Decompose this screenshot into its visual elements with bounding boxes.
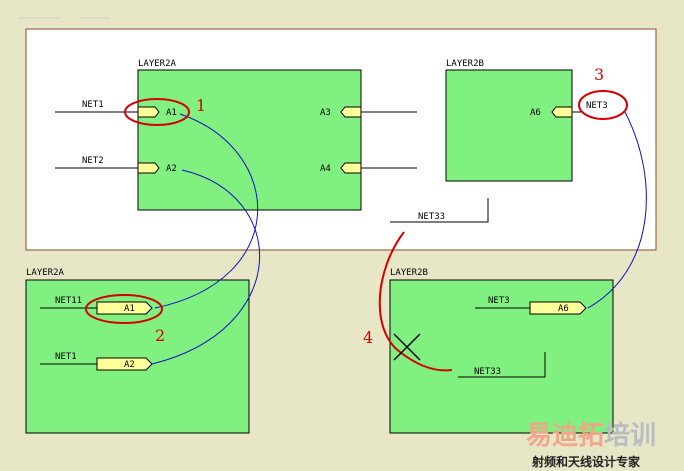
top-layer2a-block[interactable]: LAYER2A NET1 A1 NET2 A2 A3 A4 bbox=[55, 59, 417, 211]
watermark-logo-part-2: 培训 bbox=[604, 421, 656, 451]
port-a6-label: A6 bbox=[530, 108, 541, 118]
port-a4[interactable] bbox=[340, 162, 362, 174]
top-net3-label: NET3 bbox=[586, 101, 608, 111]
watermark-logo-part-1: 易迪拓 bbox=[526, 421, 604, 451]
sub-port-a2-label: A2 bbox=[124, 360, 135, 370]
connection-net3-to-a6 bbox=[587, 111, 647, 309]
top-layer2b-box bbox=[445, 69, 573, 182]
port-a3[interactable] bbox=[340, 106, 362, 118]
port-a1-label: A1 bbox=[166, 108, 177, 118]
sub-net33-label: NET33 bbox=[474, 367, 501, 377]
sub-port-a1-label: A1 bbox=[124, 304, 135, 314]
port-a1[interactable] bbox=[137, 106, 160, 118]
port-a6[interactable] bbox=[551, 106, 573, 118]
sub-port-a1[interactable] bbox=[96, 301, 153, 315]
highlight-sub-a1-ellipse bbox=[85, 294, 163, 324]
top-layer2b-block[interactable]: LAYER2B A6 NET3 bbox=[445, 59, 608, 182]
sub-port-a6[interactable] bbox=[529, 301, 587, 315]
sub-net33-wire bbox=[458, 352, 546, 378]
callout-1: 1 bbox=[196, 96, 206, 115]
sub-layer2a-sheet[interactable]: LAYER2A NET11 A1 NET1 A2 bbox=[25, 268, 250, 434]
top-net33-label: NET33 bbox=[418, 212, 445, 222]
highlight-a1-ellipse bbox=[124, 98, 190, 126]
callout-2: 2 bbox=[155, 326, 165, 345]
connection-a1-to-net11 bbox=[154, 113, 258, 309]
callout-4: 4 bbox=[363, 328, 373, 347]
net33-red-curve bbox=[378, 231, 453, 372]
highlight-net3-ellipse bbox=[578, 90, 628, 120]
top-net2-label: NET2 bbox=[82, 156, 104, 166]
connection-a2-to-net1 bbox=[151, 169, 260, 365]
port-a3-label: A3 bbox=[320, 108, 331, 118]
port-a2-label: A2 bbox=[166, 164, 177, 174]
sub-port-a6-label: A6 bbox=[558, 304, 569, 314]
top-net1-label: NET1 bbox=[82, 100, 104, 110]
sub-layer2b-sheet[interactable]: LAYER2B NET3 A6 NET33 bbox=[389, 268, 614, 434]
sub-net3-label: NET3 bbox=[488, 296, 510, 306]
cross-mark-icon bbox=[393, 333, 421, 361]
top-layer2a-box bbox=[137, 69, 362, 211]
sub-port-a2[interactable] bbox=[96, 357, 153, 371]
callout-3: 3 bbox=[594, 65, 604, 84]
watermark-tagline: 射频和天线设计专家 bbox=[531, 454, 641, 469]
net33-wire bbox=[390, 198, 489, 223]
port-a2[interactable] bbox=[137, 162, 160, 174]
top-layer2a-title: LAYER2A bbox=[138, 59, 177, 69]
sub-layer2b-title: LAYER2B bbox=[390, 268, 428, 278]
sub-layer2a-title: LAYER2A bbox=[26, 268, 65, 278]
watermark-logo: 易迪拓培训 bbox=[526, 421, 656, 451]
sub-net1-label: NET1 bbox=[55, 352, 77, 362]
port-a4-label: A4 bbox=[320, 164, 331, 174]
top-layer2b-title: LAYER2B bbox=[446, 59, 484, 69]
sub-net11-label: NET11 bbox=[55, 296, 82, 306]
